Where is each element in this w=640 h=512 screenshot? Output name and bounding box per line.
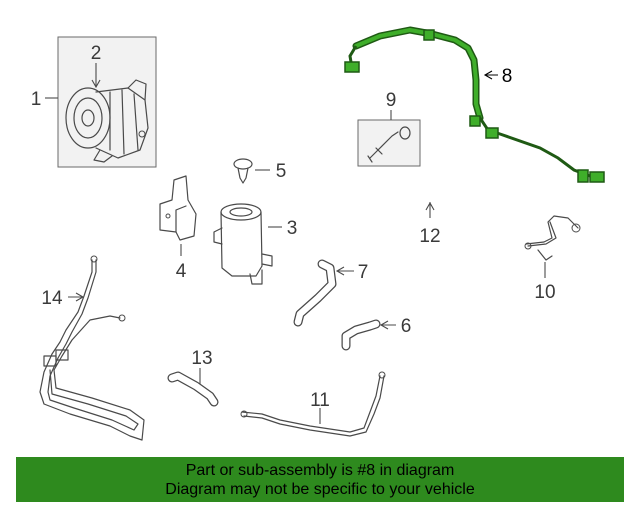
leader-2 bbox=[91, 63, 101, 89]
callout-13: 13 bbox=[191, 348, 212, 369]
part-8-pressure-hose: 8 bbox=[344, 26, 605, 183]
callout-5: 5 bbox=[276, 161, 287, 182]
part-4-bracket: 4 bbox=[159, 175, 197, 282]
callout-7: 7 bbox=[358, 262, 369, 283]
part-11-pipe: 11 bbox=[240, 371, 386, 437]
part-14-cooler-pipe: 14 bbox=[39, 255, 145, 441]
callout-3: 3 bbox=[287, 218, 298, 239]
banner-line-2: Diagram may not be specific to your vehi… bbox=[165, 480, 475, 498]
callout-10: 10 bbox=[534, 282, 555, 303]
callout-1: 1 bbox=[31, 89, 42, 110]
part-9-fitting-group: 9 bbox=[357, 90, 421, 167]
part-12-hose: 12 bbox=[375, 181, 499, 247]
banner-line-1: Part or sub-assembly is #8 in diagram bbox=[185, 461, 455, 479]
part-6-hose: 6 bbox=[341, 316, 412, 351]
pump-drawing bbox=[65, 79, 149, 163]
callout-6: 6 bbox=[401, 316, 412, 337]
callout-2: 2 bbox=[91, 43, 102, 64]
part-1-pump-group: 1 2 bbox=[31, 36, 157, 168]
fitment-banner: Part or sub-assembly is #8 in diagram Di… bbox=[16, 457, 624, 502]
parts-diagram: 1 2 8 9 5 4 bbox=[31, 26, 605, 441]
callout-12: 12 bbox=[419, 226, 440, 247]
callout-14: 14 bbox=[41, 288, 63, 309]
part-7-hose: 7 bbox=[293, 259, 369, 327]
part-9-box bbox=[357, 119, 421, 167]
part-13-hose: 13 bbox=[167, 348, 219, 407]
callout-8: 8 bbox=[502, 66, 513, 87]
part-3-reservoir: 3 bbox=[213, 203, 298, 285]
callout-11: 11 bbox=[310, 390, 330, 411]
part-10-pipe: 10 bbox=[524, 215, 581, 303]
callout-9: 9 bbox=[386, 90, 397, 111]
callout-4: 4 bbox=[176, 261, 187, 282]
part-5-clip: 5 bbox=[233, 158, 287, 184]
